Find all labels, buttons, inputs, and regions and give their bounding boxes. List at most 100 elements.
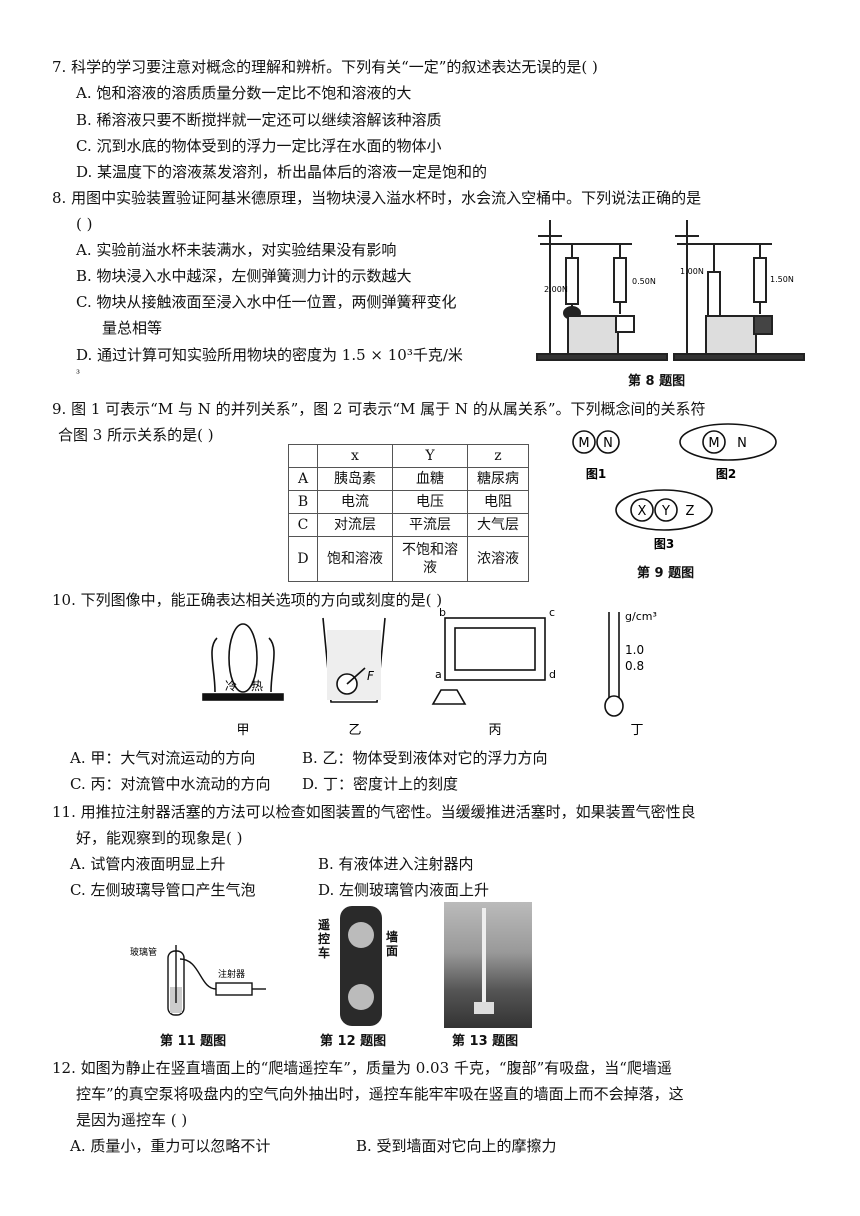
q8-apparatus-left — [536, 220, 668, 361]
q12-wall-label: 墙面 — [386, 930, 399, 958]
table-cell: C — [288, 513, 318, 537]
q9-header-z: z — [467, 444, 529, 468]
q13-base — [474, 1002, 494, 1014]
q9-stem: 9. 图 1 可表示“M 与 N 的并列关系”，图 2 可表示“M 属于 N 的… — [52, 400, 706, 418]
q12-stem: 12. 如图为静止在竖直墙面上的“爬墙遥控车”，质量为 0.03 千克，“腹部”… — [52, 1059, 672, 1077]
q11-stem: 11. 用推拉注射器活塞的方法可以检查如图装置的气密性。当缓缓推进活塞时，如果装… — [52, 803, 696, 821]
q12-option-a: A. 质量小，重力可以忽略不计 — [70, 1137, 271, 1155]
q11-option-c: C. 左侧玻璃导管口产生气泡 — [70, 881, 256, 899]
q10-bing-label: 丙 — [488, 723, 501, 738]
q8-option-c: C. 物块从接触液面至浸入水中任一位置，两侧弹簧秤变化 — [76, 293, 457, 311]
q11-option-d: D. 左侧玻璃管内液面上升 — [318, 881, 490, 899]
q8-figure: 2.00N 0.50N 1.00N 1.50N — [536, 220, 805, 361]
table-row: B 电流 电压 电阻 — [288, 490, 529, 514]
q12-stem-2: 控车”的真空泵将吸盘内的空气向外抽出时，遥控车能牢牢吸在竖直的墙面上而不会掉落，… — [76, 1085, 684, 1103]
q10-bing-d: d — [549, 668, 556, 681]
q8-option-a: A. 实验前溢水杯未装满水，对实验结果没有影响 — [76, 241, 397, 259]
q8-reading-right-1: 1.00N — [680, 267, 704, 276]
q10-ding-unit: g/cm³ — [625, 610, 657, 623]
table-cell: 平流层 — [392, 513, 468, 537]
q8-paren: ( ) — [76, 215, 93, 233]
q13-pole — [482, 908, 486, 1008]
table-cell: B — [288, 490, 318, 514]
q12-stem-3: 是因为遥控车 ( ) — [76, 1111, 188, 1129]
q9-header-x: x — [317, 444, 393, 468]
q7-option-c: C. 沉到水底的物体受到的浮力一定比浮在水面的物体小 — [76, 137, 442, 155]
q8-figure-caption: 第 8 题图 — [628, 374, 686, 389]
q7-option-b: B. 稀溶液只要不断搅拌就一定还可以继续溶解该种溶质 — [76, 111, 442, 129]
q9-table: x Y z A 胰岛素 血糖 糖尿病 B 电流 电压 电阻 C 对流层 平流层 … — [288, 444, 529, 582]
q9-fig3-z: Z — [686, 504, 695, 519]
q9-header-blank — [288, 444, 318, 468]
q8-option-d: D. 通过计算可知实验所用物块的密度为 1.5 × 10³千克/米 — [76, 346, 463, 364]
table-cell: 浓溶液 — [467, 536, 529, 582]
q10-figures: 冷 热 甲 F 乙 b c a d 丙 g/cm³ 1.0 0.8 丁 — [202, 608, 657, 738]
q12-car-label: 遥控车 — [318, 918, 331, 960]
q9-header-y: Y — [392, 444, 468, 468]
q10-option-d: D. 丁：密度计上的刻度 — [302, 775, 459, 793]
q9-fig3-x: X — [638, 504, 647, 519]
q10-fig-yi — [322, 617, 386, 703]
q7-option-a: A. 饱和溶液的溶质质量分数一定比不饱和溶液的大 — [76, 84, 412, 102]
q8-option-b: B. 物块浸入水中越深，左侧弹簧测力计的示数越大 — [76, 267, 412, 285]
q9-fig3-label: 图3 — [654, 537, 674, 551]
q11-option-b: B. 有液体进入注射器内 — [318, 855, 474, 873]
table-cell: 大气层 — [467, 513, 529, 537]
q10-jia-label: 甲 — [236, 723, 249, 738]
q11-syringe-label: 注射器 — [218, 968, 245, 980]
q12-suction-cup-bottom — [348, 984, 374, 1010]
table-cell: D — [288, 536, 318, 582]
table-cell: A — [288, 467, 318, 491]
table-cell: 对流层 — [317, 513, 393, 537]
q12-suction-cup-top — [348, 922, 374, 948]
q11-figure-caption: 第 11 题图 — [160, 1034, 227, 1049]
q9-fig2-m: M — [708, 436, 719, 451]
q10-bing-c: c — [549, 608, 555, 619]
q8-stem: 8. 用图中实验装置验证阿基米德原理，当物块浸入溢水杯时，水会流入空桶中。下列说… — [52, 189, 702, 207]
table-cell: 血糖 — [392, 467, 468, 491]
table-row: A 胰岛素 血糖 糖尿病 — [288, 467, 529, 491]
q10-bing-b: b — [439, 608, 446, 619]
q9-stem-2: 合图 3 所示关系的是( ) — [58, 426, 214, 444]
q8-reading-right-2: 1.50N — [770, 275, 794, 284]
q13-photo — [444, 902, 532, 1028]
q12-option-b: B. 受到墙面对它向上的摩擦力 — [356, 1137, 557, 1155]
table-cell: 电阻 — [467, 490, 529, 514]
q10-ding-tick-2: 0.8 — [625, 659, 644, 673]
q10-stem: 10. 下列图像中，能正确表达相关选项的方向或刻度的是( ) — [52, 591, 443, 609]
q10-yi-label: 乙 — [348, 723, 361, 738]
q12-figure-caption: 第 12 题图 — [320, 1034, 387, 1049]
q10-option-b: B. 乙：物体受到液体对它的浮力方向 — [302, 749, 548, 767]
q9-fig1-m: M — [578, 436, 589, 451]
q10-jia-cold: 冷 — [225, 679, 237, 693]
q9-figure: M N 图1 M N 图2 X Y Z 图3 — [572, 423, 777, 551]
q9-fig3-y: Y — [661, 504, 670, 519]
q9-fig1-n: N — [603, 436, 613, 451]
table-row: D 饱和溶液 不饱和溶液 浓溶液 — [288, 536, 529, 582]
q11-figure: 玻璃管 注射器 — [130, 945, 266, 1016]
q10-option-a: A. 甲：大气对流运动的方向 — [70, 749, 256, 767]
table-cell: 饱和溶液 — [317, 536, 393, 582]
q8-reading-left-1: 2.00N — [544, 285, 568, 294]
q10-ding-label: 丁 — [630, 723, 643, 738]
table-cell: 电流 — [317, 490, 393, 514]
q7-option-d: D. 某温度下的溶液蒸发溶剂，析出晶体后的溶液一定是饱和的 — [76, 163, 488, 181]
q10-yi-force: F — [367, 669, 375, 683]
q8-option-d-cont: ³ — [76, 369, 81, 380]
q9-figure-caption: 第 9 题图 — [637, 566, 695, 581]
q9-fig2-n: N — [737, 436, 747, 451]
q11-stem-2: 好，能观察到的现象是( ) — [76, 829, 243, 847]
q10-option-c: C. 丙：对流管中水流动的方向 — [70, 775, 271, 793]
q8-reading-left-2: 0.50N — [632, 277, 656, 286]
table-cell: 电压 — [392, 490, 468, 514]
table-row: x Y z — [288, 444, 529, 468]
q7-stem: 7. 科学的学习要注意对概念的理解和辨析。下列有关“一定”的叙述表达无误的是( … — [52, 58, 598, 76]
q9-fig2-label: 图2 — [716, 467, 736, 481]
q8-option-c-cont: 量总相等 — [102, 319, 163, 337]
q8-apparatus-right — [673, 220, 805, 361]
table-cell: 胰岛素 — [317, 467, 393, 491]
table-cell: 不饱和溶液 — [392, 536, 468, 582]
table-cell: 糖尿病 — [467, 467, 529, 491]
q11-option-a: A. 试管内液面明显上升 — [70, 855, 226, 873]
q10-fig-bing — [431, 617, 546, 705]
